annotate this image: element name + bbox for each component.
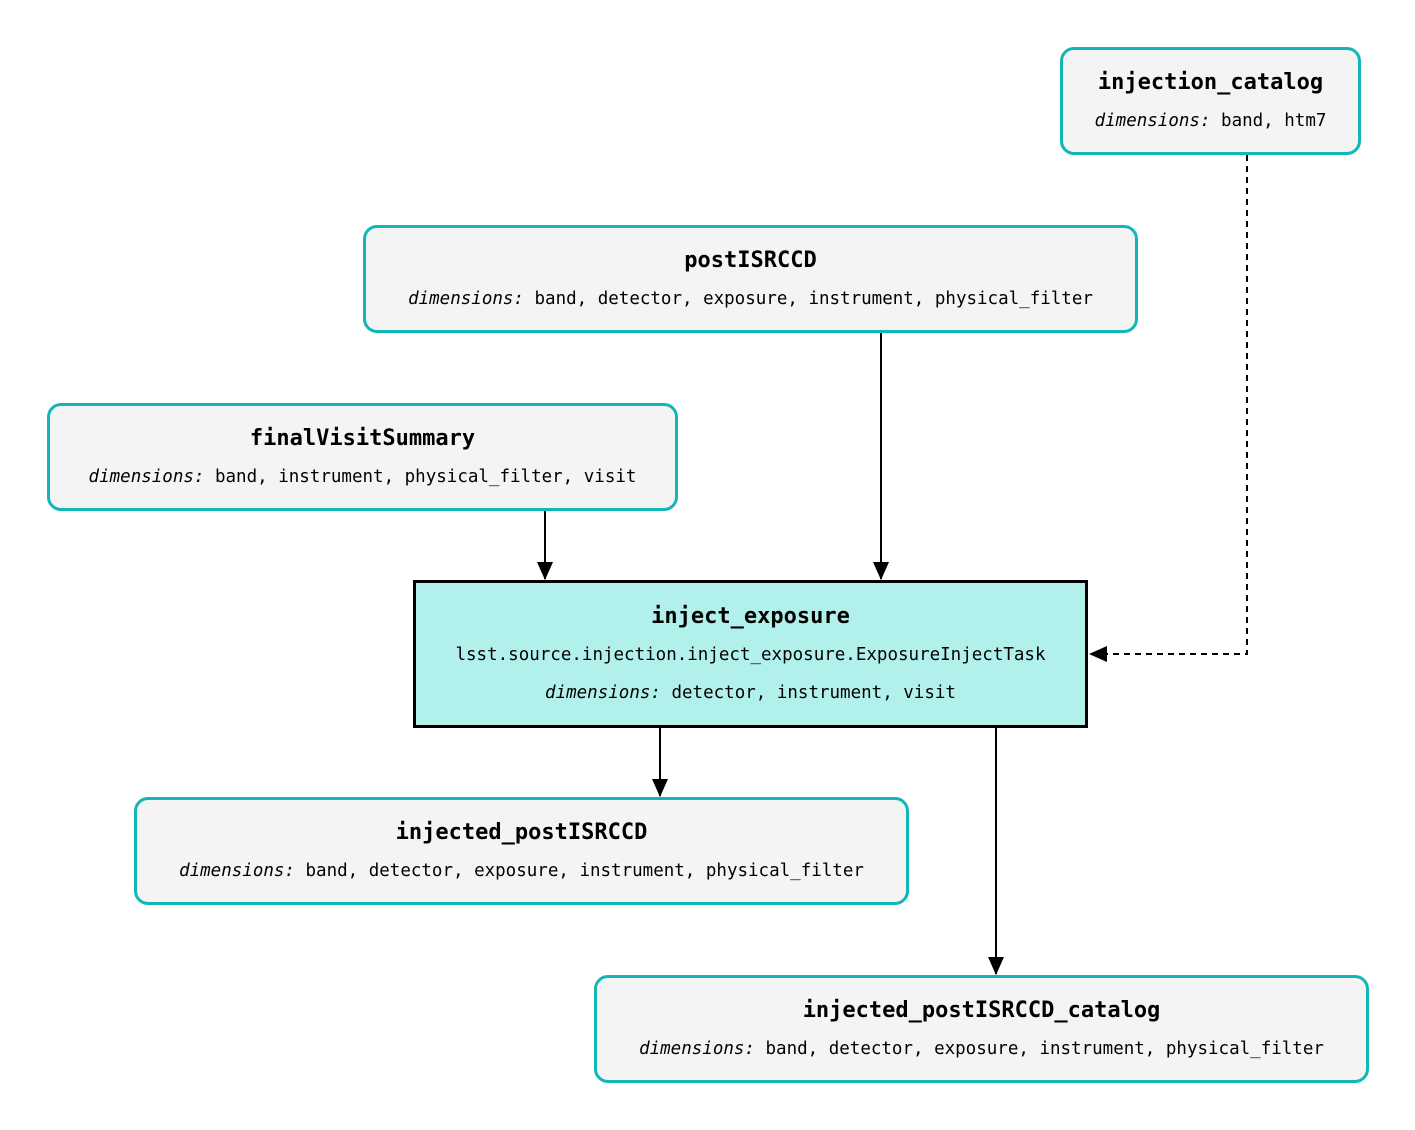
dataset-node-injected-postisrccd[interactable]: injected_postISRCCD dimensions: band, de… bbox=[134, 797, 909, 905]
node-dimensions: dimensions: band, detector, exposure, in… bbox=[408, 288, 1093, 310]
dataset-node-injected-postisrccd-catalog[interactable]: injected_postISRCCD_catalog dimensions: … bbox=[594, 975, 1369, 1083]
dimensions-values: band, detector, exposure, instrument, ph… bbox=[754, 1039, 1324, 1059]
dimensions-label: dimensions: bbox=[408, 289, 524, 309]
edge-injection-catalog-to-inject-exposure bbox=[1089, 155, 1248, 662]
dimensions-label: dimensions: bbox=[179, 861, 295, 881]
node-title: finalVisitSummary bbox=[249, 426, 476, 451]
node-title: injection_catalog bbox=[1097, 70, 1324, 95]
node-title: injected_postISRCCD_catalog bbox=[802, 998, 1161, 1023]
dimensions-label: dimensions: bbox=[639, 1039, 755, 1059]
task-class-name: lsst.source.injection.inject_exposure.Ex… bbox=[455, 645, 1046, 665]
node-dimensions: dimensions: band, detector, exposure, in… bbox=[639, 1038, 1324, 1060]
dataset-node-finalvisitsummary[interactable]: finalVisitSummary dimensions: band, inst… bbox=[47, 403, 678, 511]
node-title: postISRCCD bbox=[684, 248, 817, 273]
dimensions-values: band, detector, exposure, instrument, ph… bbox=[294, 861, 864, 881]
dimensions-values: band, htm7 bbox=[1210, 111, 1327, 131]
dimensions-label: dimensions: bbox=[88, 467, 205, 487]
task-node-inject-exposure[interactable]: inject_exposure lsst.source.injection.in… bbox=[413, 580, 1088, 728]
dimensions-label: dimensions: bbox=[545, 683, 661, 703]
node-title: injected_postISRCCD bbox=[395, 820, 648, 845]
node-title: inject_exposure bbox=[651, 604, 850, 629]
dimensions-values: band, instrument, physical_filter, visit bbox=[204, 467, 637, 487]
dataset-node-injection-catalog[interactable]: injection_catalog dimensions: band, htm7 bbox=[1060, 47, 1361, 155]
node-dimensions: dimensions: band, htm7 bbox=[1095, 110, 1327, 132]
dimensions-label: dimensions: bbox=[1094, 111, 1211, 131]
dataset-node-postisrccd[interactable]: postISRCCD dimensions: band, detector, e… bbox=[363, 225, 1138, 333]
dimensions-values: detector, instrument, visit bbox=[660, 683, 956, 703]
node-dimensions: dimensions: band, detector, exposure, in… bbox=[179, 860, 864, 882]
dimensions-values: band, detector, exposure, instrument, ph… bbox=[523, 289, 1093, 309]
node-dimensions: dimensions: detector, instrument, visit bbox=[545, 682, 956, 704]
node-dimensions: dimensions: band, instrument, physical_f… bbox=[89, 466, 637, 488]
